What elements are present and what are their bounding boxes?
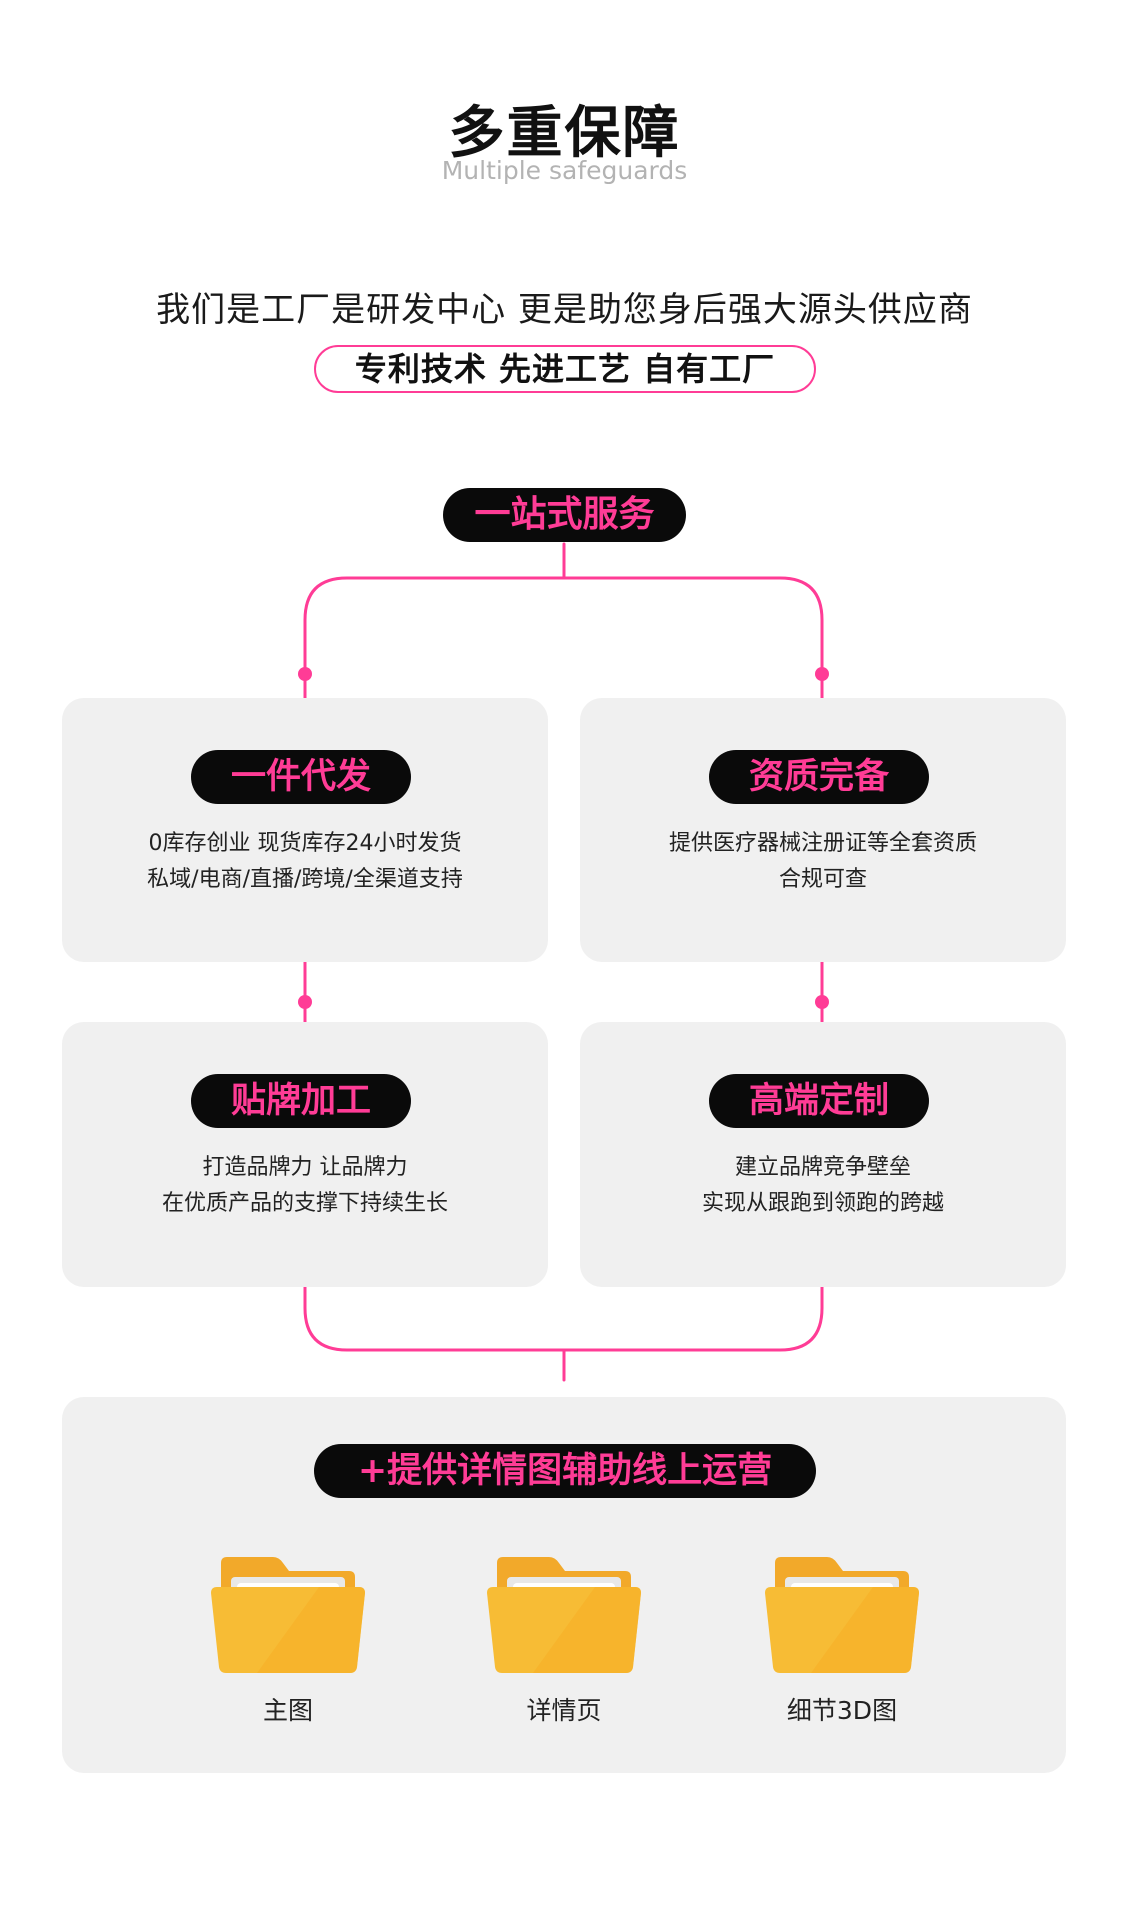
card-line: 提供医疗器械注册证等全套资质: [668, 831, 977, 856]
card-description: 提供医疗器械注册证等全套资质 合规可查: [580, 826, 1066, 898]
folder-icon: [487, 1557, 641, 1673]
folder-3d-detail[interactable]: 细节3D图: [757, 1555, 927, 1727]
card-description: 建立品牌竞争壁垒 实现从跟跑到领跑的跨越: [580, 1150, 1066, 1222]
service-pill: 一站式服务: [443, 488, 686, 542]
connector-dot: [815, 667, 829, 681]
card-line: 私域/电商/直播/跨境/全渠道支持: [147, 867, 463, 892]
card-description: 0库存创业 现货库存24小时发货 私域/电商/直播/跨境/全渠道支持: [62, 826, 548, 898]
page-title: 多重保障: [448, 101, 681, 166]
card-line: 合规可查: [778, 867, 867, 892]
folder-label: 详情页: [526, 1696, 602, 1725]
connector-dot: [298, 995, 312, 1009]
card-oem: 贴牌加工 打造品牌力 让品牌力 在优质产品的支撑下持续生长: [62, 1022, 548, 1287]
highlight-pill: 专利技术 先进工艺 自有工厂: [314, 345, 816, 393]
bottom-title: +提供详情图辅助线上运营: [314, 1444, 816, 1498]
connector-dot: [815, 995, 829, 1009]
card-line: 建立品牌竞争壁垒: [734, 1155, 911, 1180]
bottom-card: +提供详情图辅助线上运营 主图 详情页 细节3D图: [62, 1397, 1066, 1773]
connector-dot: [298, 667, 312, 681]
card-custom: 高端定制 建立品牌竞争壁垒 实现从跟跑到领跑的跨越: [580, 1022, 1066, 1287]
card-description: 打造品牌力 让品牌力 在优质产品的支撑下持续生长: [62, 1150, 548, 1222]
card-line: 实现从跟跑到领跑的跨越: [701, 1191, 944, 1216]
card-line: 在优质产品的支撑下持续生长: [161, 1191, 448, 1216]
card-title: 资质完备: [709, 750, 929, 804]
connector-top: [303, 542, 824, 700]
card-title: 一件代发: [191, 750, 411, 804]
card-dropshipping: 一件代发 0库存创业 现货库存24小时发货 私域/电商/直播/跨境/全渠道支持: [62, 698, 548, 962]
card-qualification: 资质完备 提供医疗器械注册证等全套资质 合规可查: [580, 698, 1066, 962]
folder-main-image[interactable]: 主图: [203, 1555, 373, 1727]
card-line: 打造品牌力 让品牌力: [202, 1155, 408, 1180]
folder-detail-page[interactable]: 详情页: [479, 1555, 649, 1727]
card-line: 0库存创业 现货库存24小时发货: [148, 831, 462, 856]
page-subtitle: Multiple safeguards: [441, 156, 688, 185]
folder-icon: [765, 1557, 919, 1673]
folder-icon: [211, 1557, 365, 1673]
folder-label: 主图: [262, 1696, 313, 1725]
intro-text: 我们是工厂是研发中心 更是助您身后强大源头供应商: [156, 290, 973, 330]
folder-label: 细节3D图: [786, 1696, 898, 1725]
card-title: 高端定制: [709, 1074, 929, 1128]
connector-bottom: [303, 1285, 824, 1382]
card-title: 贴牌加工: [191, 1074, 411, 1128]
